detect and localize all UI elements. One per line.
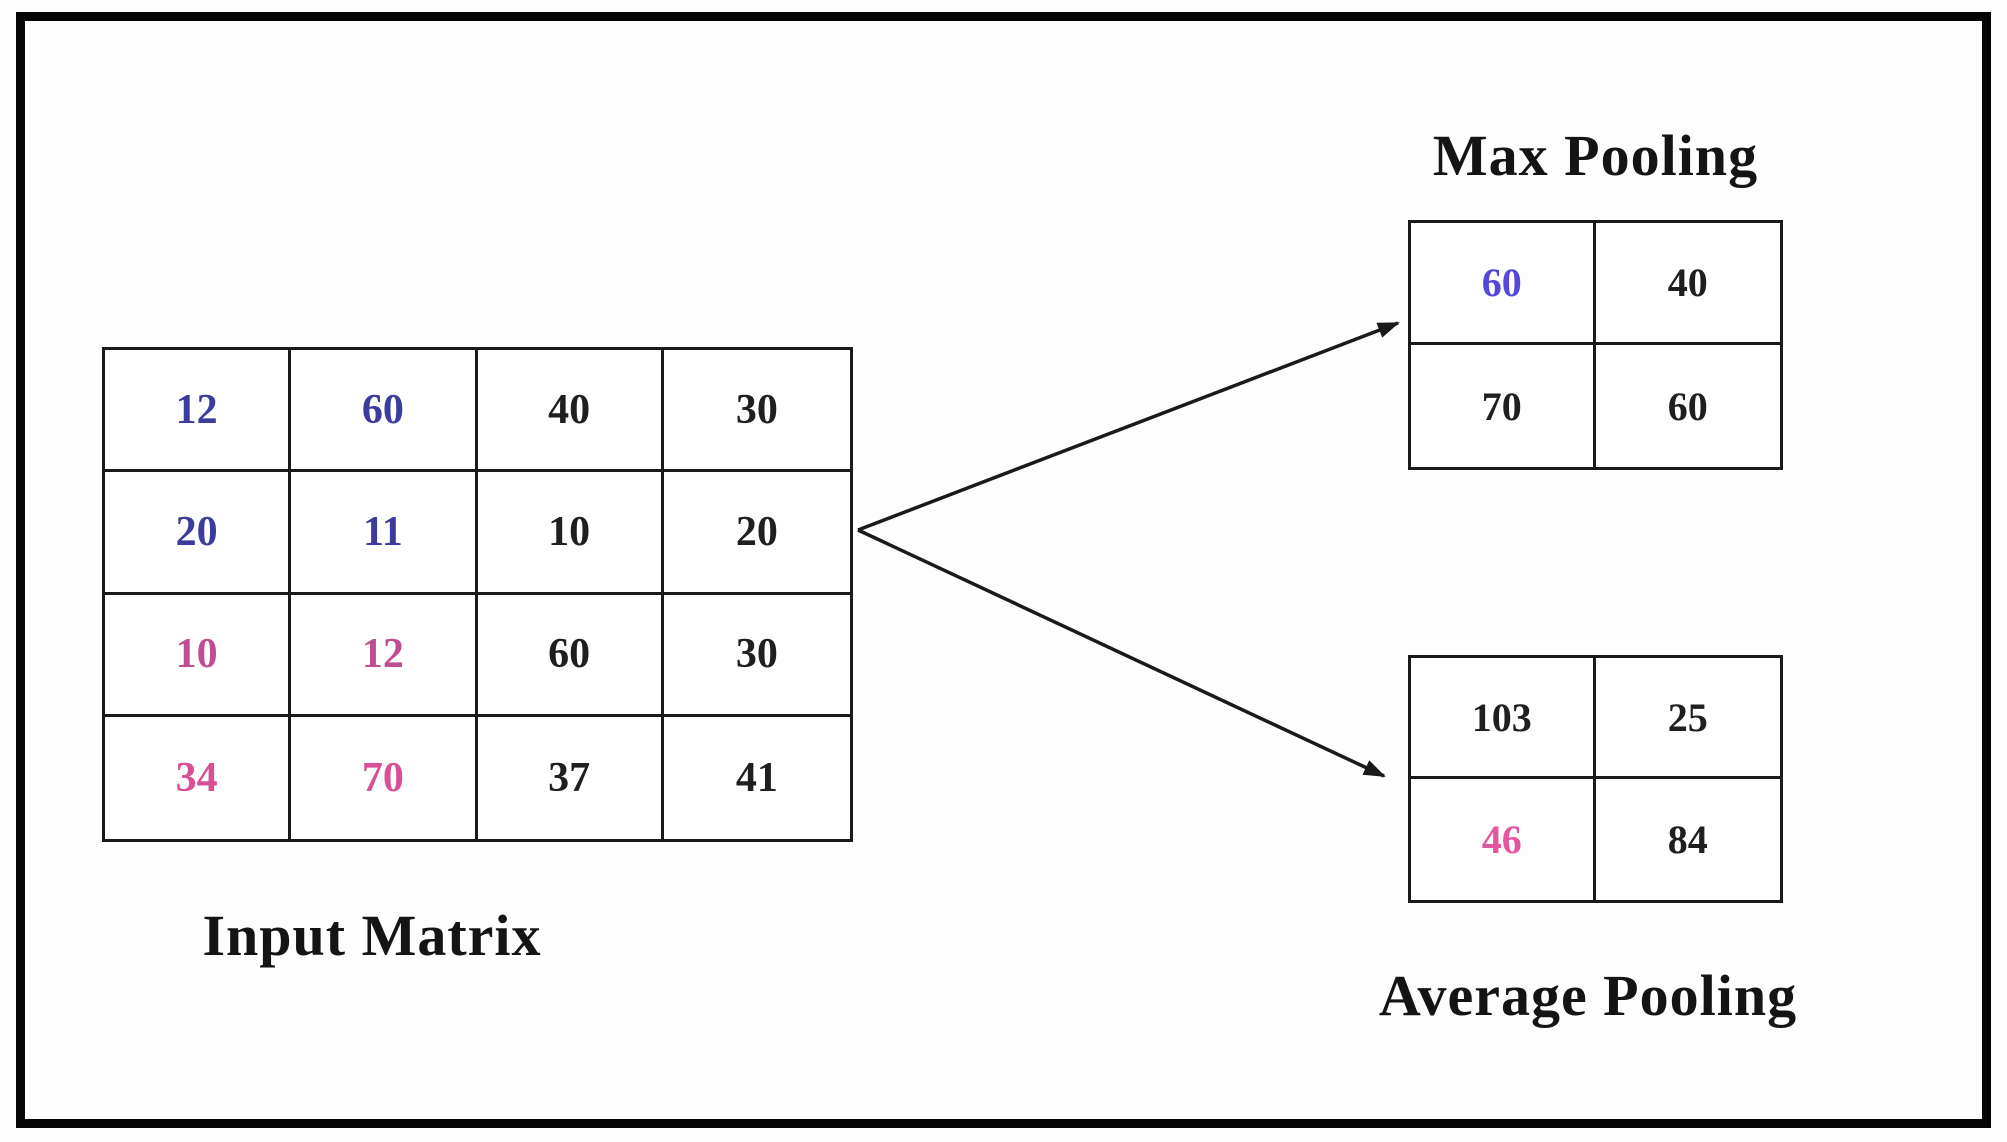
arrow-to-average-pooling [857, 528, 1386, 778]
input-matrix-cell: 11 [291, 472, 478, 595]
input-matrix-cell: 41 [735, 754, 778, 801]
input-matrix-cell: 12 [105, 350, 292, 473]
outer-border [16, 12, 1991, 1128]
input-matrix-cell: 37 [478, 716, 664, 839]
max-pooling-cell: 40 [1595, 223, 1780, 345]
input-matrix-cell: 30 [663, 595, 850, 717]
average-pooling-cell: 103 [1411, 658, 1596, 779]
input-matrix: 12 60 40 30 20 11 10 20 10 12 60 30 34 7… [102, 347, 853, 842]
input-matrix-cell: 40 [477, 350, 664, 473]
average-pooling-title: Average Pooling [1378, 963, 1798, 1028]
input-matrix-cell: 20 [105, 472, 292, 595]
average-pooling-cell: 84 [1667, 817, 1708, 862]
arrow-to-max-pooling [857, 321, 1400, 532]
max-pooling-matrix: 60 40 70 60 [1408, 220, 1783, 470]
average-pooling-cell: 25 [1595, 658, 1780, 779]
max-pooling-cell: 60 [1411, 223, 1596, 345]
input-matrix-cell: 12 [291, 594, 478, 717]
input-matrix-cell: 30 [663, 350, 850, 473]
input-matrix-cell: 20 [663, 472, 850, 595]
max-pooling-cell: 70 [1411, 345, 1596, 467]
average-pooling-cell: 46 [1411, 779, 1596, 900]
max-pooling-cell: 60 [1667, 383, 1708, 429]
max-pooling-title: Max Pooling [1432, 123, 1759, 188]
input-matrix-cell: 34 [105, 716, 292, 839]
input-matrix-label: Input Matrix [202, 903, 542, 968]
input-matrix-cell: 60 [291, 350, 478, 473]
input-matrix-cell: 10 [105, 594, 292, 717]
input-matrix-cell: 60 [477, 594, 664, 717]
average-pooling-matrix: 103 25 46 84 [1408, 655, 1783, 903]
input-matrix-cell: 70 [291, 716, 478, 839]
input-matrix-cell: 10 [477, 472, 664, 595]
